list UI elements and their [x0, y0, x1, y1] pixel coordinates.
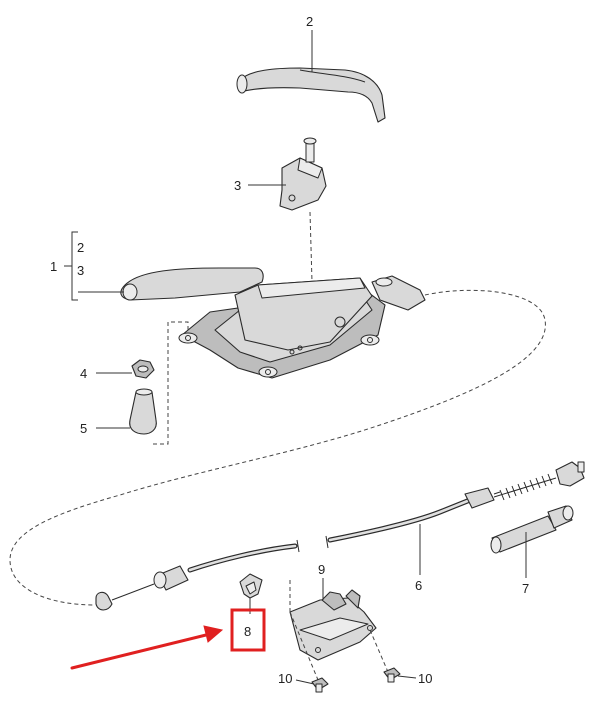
callout-10-left: 10 — [278, 671, 292, 686]
callout-6: 6 — [415, 578, 422, 593]
callout-2-in-bracket: 2 — [77, 240, 84, 255]
guide-9-left — [289, 580, 319, 681]
part-5-knob — [129, 388, 157, 435]
callout-7: 7 — [522, 581, 529, 596]
callout-8: 8 — [244, 624, 251, 639]
callout-3: 3 — [234, 178, 241, 193]
part-8-clip — [239, 573, 263, 599]
red-pointer-arrow — [70, 625, 224, 670]
part-7-sleeve — [490, 505, 574, 554]
highlight-box-8 — [230, 608, 266, 652]
guide-lever-to-knob — [150, 321, 189, 445]
part-9-cable-guide — [289, 589, 377, 661]
part-4-nut — [131, 359, 155, 379]
part-3-latch-bracket — [279, 137, 327, 211]
guide-9-right — [369, 629, 389, 673]
callout-2-top: 2 — [306, 14, 313, 29]
part-2-handle-cover — [236, 67, 386, 123]
part-10-bolt-left — [311, 677, 329, 693]
guide-3-to-base — [309, 211, 313, 283]
callout-9: 9 — [318, 562, 325, 577]
callout-1: 1 — [50, 259, 57, 274]
leader-10-left — [295, 679, 315, 685]
part-10-bolt-right — [383, 667, 401, 683]
callout-5: 5 — [80, 421, 87, 436]
callout-4: 4 — [80, 366, 87, 381]
leader-10-right — [397, 675, 417, 679]
part-1-lever-assembly — [120, 267, 426, 379]
callout-10-right: 10 — [418, 671, 432, 686]
part-6-brake-cable — [95, 461, 585, 611]
callout-3-in-bracket: 3 — [77, 263, 84, 278]
